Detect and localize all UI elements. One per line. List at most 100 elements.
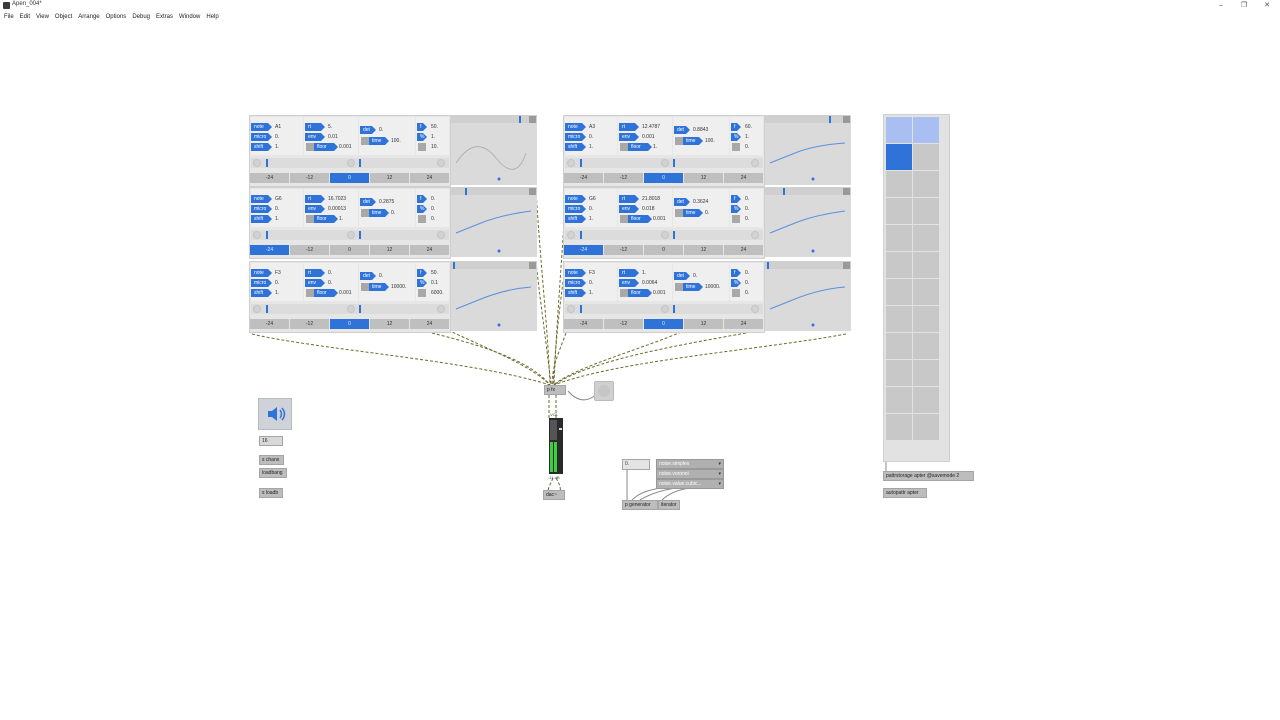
percent-tag[interactable]: %	[417, 279, 427, 287]
filter-value[interactable]: 0.	[745, 290, 750, 296]
octave-tab[interactable]: -24	[564, 319, 604, 329]
det-value[interactable]: 0.	[693, 273, 698, 279]
noise-voronoi-menu[interactable]: noise.voronoi ▾	[656, 469, 724, 479]
preset-slot[interactable]	[886, 117, 912, 143]
micro-value[interactable]: 0.	[589, 206, 594, 212]
octave-tab[interactable]: -24	[564, 173, 604, 183]
rt-value[interactable]: 0.	[328, 270, 333, 276]
rt-value[interactable]: 21.8018	[642, 196, 661, 202]
percent-tag[interactable]: %	[731, 133, 741, 141]
note-tag[interactable]: note	[565, 269, 586, 277]
octave-tab[interactable]: 0	[330, 245, 370, 255]
f-tag[interactable]: f	[731, 123, 741, 131]
det-tag[interactable]: det	[360, 126, 376, 134]
time-tag[interactable]: time	[683, 137, 703, 145]
time-tag[interactable]: time	[369, 209, 389, 217]
f-value[interactable]: 0.	[745, 270, 750, 276]
time-tag[interactable]: time	[369, 283, 389, 291]
slider-knob-right[interactable]	[751, 305, 759, 313]
floor-value[interactable]: 0.001	[653, 290, 666, 296]
shift-value[interactable]: 1.	[589, 216, 594, 222]
slider-knob-left[interactable]	[253, 159, 261, 167]
note-tag[interactable]: note	[251, 123, 272, 131]
octave-tab[interactable]: 24	[410, 245, 450, 255]
slider-knob-left[interactable]	[567, 305, 575, 313]
meter-handle[interactable]	[559, 428, 562, 430]
time-tag[interactable]: time	[683, 209, 703, 217]
graph-position-marker[interactable]	[453, 262, 455, 269]
note-tag[interactable]: note	[565, 123, 586, 131]
envelope-graph[interactable]	[765, 187, 851, 257]
slider-knob-left[interactable]	[253, 231, 261, 239]
preset-slot[interactable]	[913, 306, 939, 332]
graph-toggle[interactable]	[843, 188, 850, 195]
env-tag[interactable]: env	[305, 279, 325, 287]
shift-value[interactable]: 1.	[275, 290, 280, 296]
preset-slot[interactable]	[886, 171, 912, 197]
menu-options[interactable]: Options	[105, 13, 127, 20]
f-value[interactable]: 50.	[431, 270, 438, 276]
f-tag[interactable]: f	[417, 195, 427, 203]
filter-value[interactable]: 0.	[745, 216, 750, 222]
slider-knob-mid[interactable]	[347, 305, 355, 313]
fx-bang-button[interactable]	[594, 381, 614, 401]
rt-tag[interactable]: rt	[305, 195, 325, 203]
preset-slot[interactable]	[913, 198, 939, 224]
envelope-curve[interactable]	[451, 269, 537, 331]
minimize-icon[interactable]: –	[1219, 2, 1223, 9]
note-tag[interactable]: note	[251, 269, 272, 277]
shift-tag[interactable]: shift	[251, 289, 272, 297]
det-tag[interactable]: det	[360, 272, 376, 280]
close-icon[interactable]: ✕	[1264, 2, 1270, 9]
note-value[interactable]: F3	[589, 270, 595, 276]
menu-debug[interactable]: Debug	[132, 13, 150, 20]
f-tag[interactable]: f	[731, 269, 741, 277]
preset-slot[interactable]	[886, 333, 912, 359]
octave-tab[interactable]: 12	[684, 319, 724, 329]
preset-slot[interactable]	[913, 144, 939, 170]
time-value[interactable]: 0.	[705, 210, 710, 216]
p-fx-object[interactable]: p fx	[544, 385, 566, 395]
octave-tab[interactable]: -12	[604, 173, 644, 183]
det-value[interactable]: 0.2875	[379, 199, 395, 205]
micro-value[interactable]: 0.	[589, 280, 594, 286]
preset-slot[interactable]	[913, 333, 939, 359]
slider-knob-mid[interactable]	[347, 159, 355, 167]
percent-value[interactable]: 0.	[431, 206, 436, 212]
note-tag[interactable]: note	[565, 195, 586, 203]
f-value[interactable]: 0.	[431, 196, 436, 202]
iterator-object[interactable]: iterator	[658, 500, 680, 510]
micro-value[interactable]: 0.	[275, 134, 280, 140]
floor-tag[interactable]: floor	[314, 289, 338, 297]
percent-value[interactable]: 0.	[745, 280, 750, 286]
preset-slot[interactable]	[886, 198, 912, 224]
graph-toggle[interactable]	[529, 188, 536, 195]
time-tag[interactable]: time	[369, 137, 389, 145]
floor-value[interactable]: 0.001	[339, 144, 352, 150]
time-value[interactable]: 100.	[391, 138, 401, 144]
noise-simplex-menu[interactable]: noise.simplex ▾	[656, 459, 724, 469]
filter-value[interactable]: 10.	[431, 144, 438, 150]
rt-tag[interactable]: rt	[305, 123, 325, 131]
micro-tag[interactable]: micro	[565, 205, 586, 213]
preset-slot[interactable]	[886, 414, 912, 440]
rt-value[interactable]: 1.	[642, 270, 647, 276]
envelope-curve[interactable]	[765, 269, 851, 331]
octave-tab[interactable]: 12	[370, 245, 410, 255]
f-value[interactable]: 60.	[745, 124, 752, 130]
menu-window[interactable]: Window	[179, 13, 201, 20]
rt-tag[interactable]: rt	[619, 123, 639, 131]
octave-tab[interactable]: 24	[410, 319, 450, 329]
env-value[interactable]: 0.0064	[642, 280, 658, 286]
menu-extras[interactable]: Extras	[156, 13, 174, 20]
f-tag[interactable]: f	[417, 123, 427, 131]
preset-slot[interactable]	[886, 225, 912, 251]
det-tag[interactable]: det	[674, 198, 690, 206]
pattrstorage-object[interactable]: pattrstorage apter @savemode 2	[883, 471, 974, 481]
note-value[interactable]: A1	[275, 124, 282, 130]
det-value[interactable]: 0.8843	[693, 127, 709, 133]
det-value[interactable]: 0.	[379, 273, 384, 279]
preset-slot[interactable]	[886, 144, 912, 170]
octave-tab[interactable]: -24	[250, 173, 290, 183]
